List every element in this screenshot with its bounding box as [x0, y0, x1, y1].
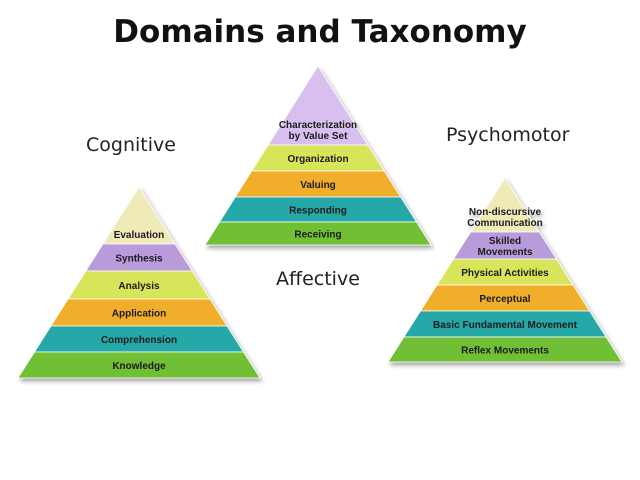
- cognitive-level-label-4: Comprehension: [101, 335, 177, 346]
- psychomotor-level-label-4: Basic Fundamental Movement: [433, 320, 578, 331]
- affective-level-label-4: Receiving: [294, 230, 341, 241]
- page-title: Domains and Taxonomy: [113, 14, 527, 50]
- cognitive-level-label-3: Application: [112, 309, 166, 320]
- cognitive-label: Cognitive: [86, 134, 176, 156]
- affective-level-label-2: Valuing: [300, 180, 336, 191]
- affective-level-label-3: Responding: [289, 206, 347, 217]
- cognitive-level-5: [17, 351, 261, 379]
- cognitive-level-label-5: Knowledge: [112, 361, 166, 372]
- psychomotor-label: Psychomotor: [446, 124, 570, 146]
- psychomotor-level-label-5: Reflex Movements: [461, 346, 549, 357]
- psychomotor-level-label-2: Physical Activities: [461, 268, 549, 279]
- psychomotor-level-5: [387, 336, 623, 363]
- cognitive-level-label-1: Synthesis: [115, 254, 163, 265]
- affective-level-label-1: Organization: [287, 154, 348, 165]
- cognitive-pyramid: EvaluationSynthesisAnalysisApplicationCo…: [17, 186, 261, 379]
- psychomotor-level-label-3: Perceptual: [479, 294, 530, 305]
- cognitive-level-label-0: Evaluation: [114, 230, 165, 241]
- affective-label: Affective: [276, 268, 360, 290]
- cognitive-level-label-2: Analysis: [118, 281, 160, 292]
- affective-level-4: [204, 221, 432, 246]
